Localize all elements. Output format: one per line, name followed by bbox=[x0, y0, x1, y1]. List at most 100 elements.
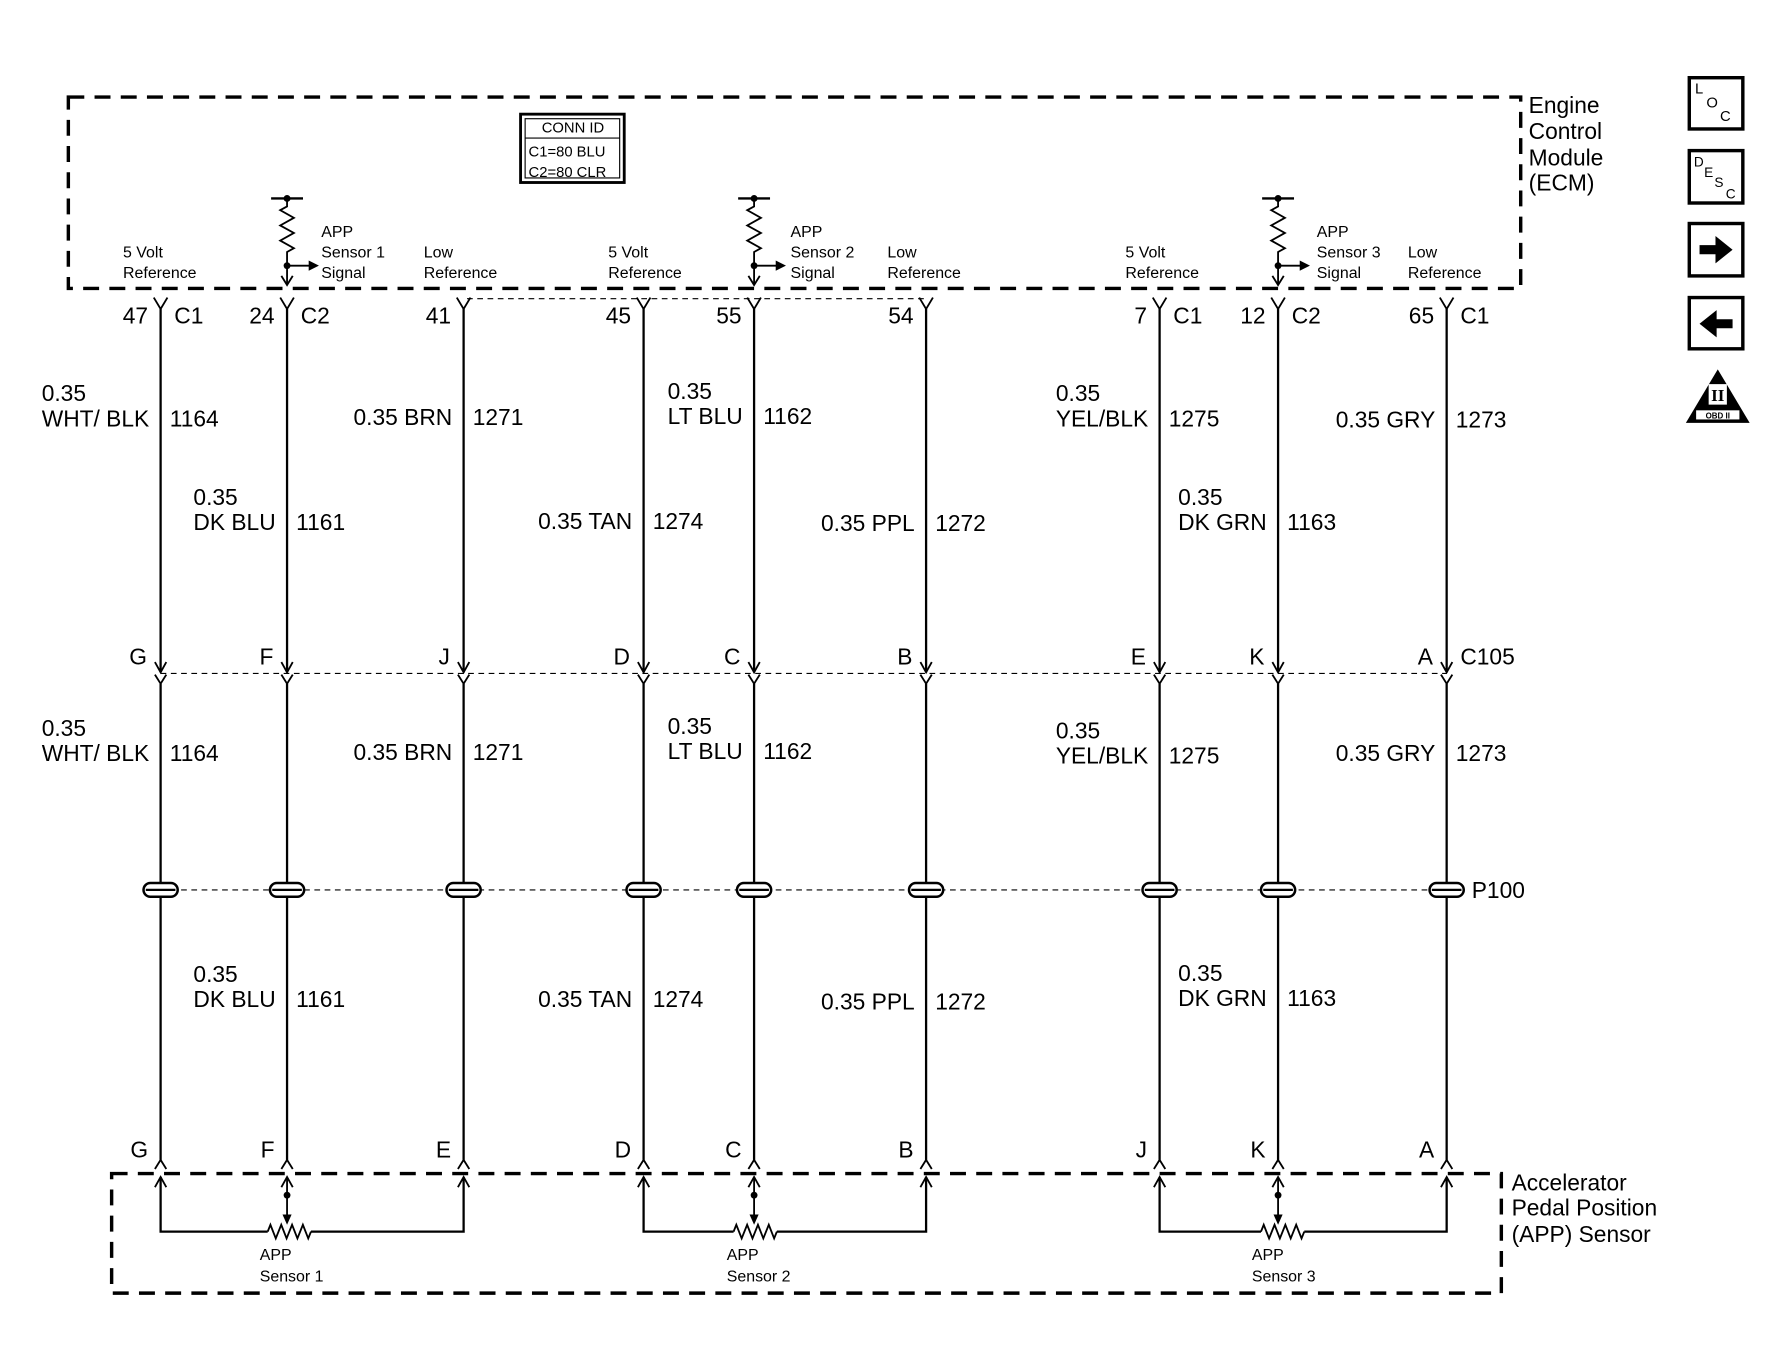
ecm-connector-id: C1 bbox=[1460, 303, 1489, 329]
arrow-right-icon bbox=[1699, 236, 1733, 264]
circuit-number: 1273 bbox=[1456, 740, 1507, 766]
loc-button[interactable]: L O C bbox=[1687, 75, 1745, 131]
sensor-terminal-icon bbox=[919, 1158, 933, 1170]
wire-gauge-color-label: 0.35 PPL bbox=[821, 988, 915, 1014]
sensor-element-label: Sensor 2 bbox=[727, 1269, 791, 1286]
sensor-terminal-icon bbox=[280, 1158, 294, 1170]
circuit-number: 1272 bbox=[935, 988, 986, 1014]
desc-button-frame bbox=[1687, 148, 1745, 205]
ecm-pin-function-line: Low bbox=[887, 245, 917, 262]
ecm-pin-function-line: 5 Volt bbox=[1125, 245, 1165, 262]
ecm-connector-id: C2 bbox=[301, 303, 330, 329]
desc-button[interactable]: D E S C bbox=[1687, 148, 1745, 205]
ecm-pin-function-line: APP bbox=[321, 224, 353, 241]
circuit-number: 1271 bbox=[473, 739, 524, 765]
wire-gauge-color-label: 0.35 GRY bbox=[1336, 740, 1436, 766]
down-chevron-icon bbox=[280, 275, 294, 287]
c105-male-terminal-icon bbox=[1440, 661, 1454, 675]
ecm-pullup-resistor-icon bbox=[738, 195, 786, 287]
wire-gauge-color-label: 0.35 GRY bbox=[1336, 406, 1436, 432]
desc-icon-letter: E bbox=[1704, 165, 1713, 180]
signal-arrow-icon bbox=[775, 260, 786, 271]
sensor-element-label: APP bbox=[260, 1247, 292, 1264]
up-arrow-icon bbox=[637, 1175, 651, 1188]
wiper-arrow-icon bbox=[749, 1214, 759, 1225]
next-page-button[interactable] bbox=[1687, 221, 1745, 278]
ecm-pin-function-line: Low bbox=[424, 245, 454, 262]
wire-gauge-color-label: 0.35 TAN bbox=[538, 986, 632, 1012]
ecm-pin-function-line: Signal bbox=[1317, 265, 1361, 282]
c105-pin-letter: E bbox=[1131, 643, 1146, 669]
sensor-terminal-icon bbox=[154, 1158, 168, 1170]
circuit-number: 1275 bbox=[1169, 742, 1220, 768]
wiper-dot bbox=[283, 1191, 291, 1199]
junction-dot bbox=[283, 262, 291, 270]
c105-pin-letter: F bbox=[259, 643, 273, 669]
up-arrow-icon bbox=[919, 1175, 933, 1188]
ecm-pin-number: 24 bbox=[249, 303, 274, 329]
wire-color-label: DK BLU bbox=[193, 509, 275, 535]
ecm-pin-function-line: Sensor 3 bbox=[1317, 245, 1381, 262]
obd-ii-button[interactable]: II OBD II bbox=[1685, 369, 1750, 423]
ecm-pin-function-line: Signal bbox=[791, 265, 835, 282]
ecm-title-line: Engine bbox=[1529, 92, 1600, 118]
ecm-title-line: (ECM) bbox=[1529, 169, 1595, 195]
wire-gauge-label: 0.35 bbox=[1056, 380, 1100, 406]
ecm-title-line: Control bbox=[1529, 118, 1602, 144]
c105-male-terminal-icon bbox=[280, 661, 294, 675]
ecm-pin-number: 7 bbox=[1134, 303, 1147, 329]
ecm-pin-function-line: Reference bbox=[1125, 265, 1199, 282]
arrow-left-icon bbox=[1699, 310, 1733, 338]
conn-id-inner-frame bbox=[524, 118, 621, 179]
sensor-pin-letter: G bbox=[130, 1137, 148, 1163]
ecm-pin-function-line: 5 Volt bbox=[123, 245, 163, 262]
circuit-number: 1274 bbox=[653, 508, 704, 534]
wire-color-label: DK BLU bbox=[193, 986, 275, 1012]
circuit-number: 1275 bbox=[1169, 405, 1220, 431]
sensor-pin-letter: J bbox=[1136, 1137, 1147, 1163]
obd-ii-mark-box bbox=[1708, 384, 1727, 405]
wire-gauge-color-label: 0.35 PPL bbox=[821, 510, 915, 536]
down-chevron-icon bbox=[747, 275, 761, 287]
ecm-pin-function-line: Sensor 1 bbox=[321, 245, 385, 262]
potentiometer-supply-rail bbox=[642, 1176, 734, 1233]
conn-id-frame bbox=[519, 112, 626, 184]
previous-page-button[interactable] bbox=[1687, 295, 1745, 351]
c105-pin-letter: A bbox=[1418, 643, 1434, 669]
circuit-number: 1163 bbox=[1287, 985, 1336, 1011]
ecm-pin-function-line: Reference bbox=[608, 265, 682, 282]
circuit-number: 1161 bbox=[296, 509, 345, 535]
loc-icon-letter: L bbox=[1695, 82, 1703, 98]
sensor-terminal-icon bbox=[1153, 1158, 1167, 1170]
wire-color-label: DK GRN bbox=[1178, 985, 1267, 1011]
signal-arrow-icon bbox=[308, 260, 319, 271]
c105-male-terminal-icon bbox=[747, 661, 761, 675]
sensor-pin-letter: A bbox=[1419, 1137, 1435, 1163]
up-arrow-icon bbox=[1153, 1175, 1167, 1188]
wire-gauge-label: 0.35 bbox=[1178, 484, 1222, 510]
ecm-pin-function-line: 5 Volt bbox=[608, 245, 648, 262]
wire-lower-segment-label: 0.35 PPL 1272 bbox=[821, 988, 986, 1014]
conn-id-header: CONN ID bbox=[542, 120, 604, 136]
up-arrow-icon bbox=[457, 1175, 471, 1188]
ecm-pin-number: 12 bbox=[1240, 303, 1265, 329]
circuit-number: 1162 bbox=[763, 403, 812, 429]
